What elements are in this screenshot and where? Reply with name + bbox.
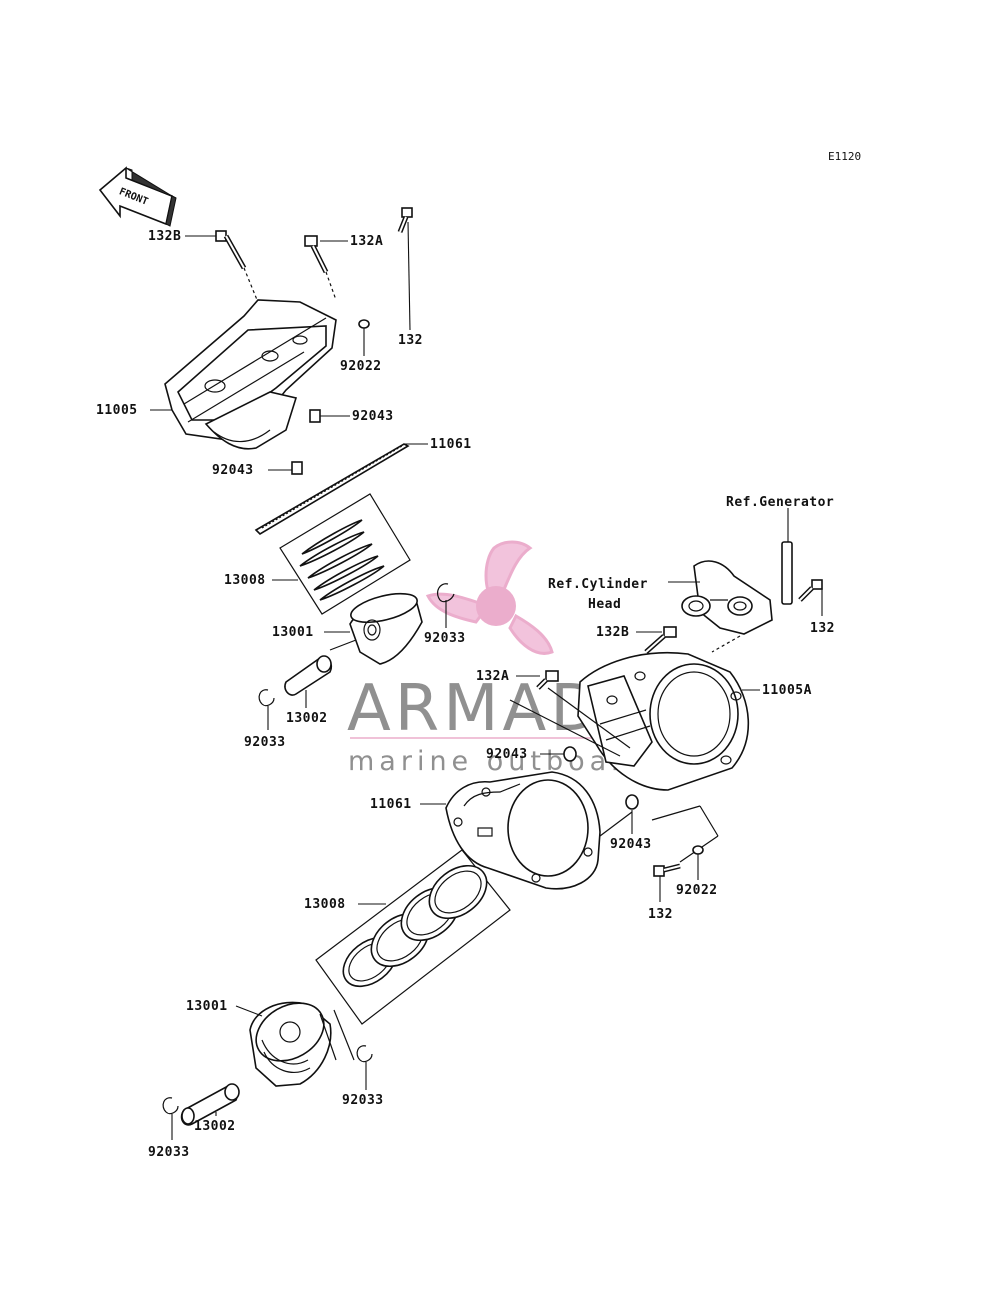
label-11061-lower: 11061	[370, 797, 412, 812]
label-92033-upper-b: 92033	[244, 735, 286, 750]
dowel-92043-lower-a	[540, 746, 577, 762]
label-13001-upper: 13001	[272, 625, 314, 640]
front-arrow-icon: FRONT	[98, 166, 177, 227]
label-132-upper: 132	[398, 333, 423, 348]
label-13001-lower: 13001	[186, 999, 228, 1014]
bolt-132b-lower	[636, 626, 677, 654]
watermark-subtitle: marine outboard	[348, 746, 649, 777]
bolt-132-right	[798, 579, 823, 616]
label-13002-lower: 13002	[194, 1119, 236, 1134]
bolt-132-lower	[653, 863, 681, 902]
label-ref-cylinder-head-2: Head	[588, 597, 621, 612]
clip-92033-upper-a	[436, 583, 455, 628]
label-11005: 11005	[96, 403, 138, 418]
label-92043-upper-b: 92043	[212, 463, 254, 478]
label-13008-upper: 13008	[224, 573, 266, 588]
label-132b-lower: 132B	[596, 625, 629, 640]
label-13008-lower: 13008	[304, 897, 346, 912]
ref-cylinder-head	[668, 560, 773, 653]
washer-92022-upper	[358, 319, 370, 356]
label-11061-upper: 11061	[430, 437, 472, 452]
diagram-code: E1120	[828, 150, 861, 163]
dowel-92043-upper-a	[309, 409, 350, 423]
piston-13001-upper	[324, 592, 423, 665]
bolt-132a-upper	[304, 235, 348, 301]
label-132-lower: 132	[648, 907, 673, 922]
bolt-132a-lower	[516, 670, 559, 690]
label-92022-lower: 92022	[676, 883, 718, 898]
rings-13008-lower	[315, 849, 511, 1025]
gasket-11061-upper	[254, 443, 428, 536]
label-132a-upper: 132A	[350, 234, 383, 249]
washer-92022-lower	[692, 845, 704, 880]
label-132a-lower: 132A	[476, 669, 509, 684]
label-92043-lower-a: 92043	[486, 747, 528, 762]
bolt-132-upper	[397, 207, 413, 331]
label-92043-upper-a: 92043	[352, 409, 394, 424]
clip-92033-lower-a	[356, 1045, 373, 1090]
cylinder-11005a	[509, 651, 760, 791]
label-92033-upper-a: 92033	[424, 631, 466, 646]
piston-13001-lower	[235, 1001, 355, 1087]
label-92033-lower-a: 92033	[342, 1093, 384, 1108]
ref-generator-bracket	[781, 508, 793, 605]
pin-13002-upper	[284, 655, 333, 708]
label-132b-upper: 132B	[148, 229, 181, 244]
label-92043-lower-b: 92043	[610, 837, 652, 852]
guide-lines-lower	[651, 805, 719, 863]
label-ref-generator: Ref.Generator	[726, 495, 834, 510]
label-132-right: 132	[810, 621, 835, 636]
label-92022-upper: 92022	[340, 359, 382, 374]
dowel-92043-lower-b	[625, 794, 639, 834]
dowel-92043-upper-b	[268, 461, 303, 475]
clip-92033-lower-b	[162, 1097, 179, 1140]
label-92033-lower-b: 92033	[148, 1145, 190, 1160]
cylinder-11005	[150, 299, 337, 450]
clip-92033-upper-b	[258, 689, 275, 730]
label-11005a: 11005A	[762, 683, 812, 698]
pin-13002-lower	[180, 1083, 240, 1126]
rings-13008-upper	[272, 493, 411, 615]
label-13002-upper: 13002	[286, 711, 328, 726]
gasket-11061-lower	[420, 771, 633, 890]
bolt-132b-upper	[185, 230, 263, 313]
label-ref-cylinder-head-1: Ref.Cylinder	[548, 577, 648, 592]
